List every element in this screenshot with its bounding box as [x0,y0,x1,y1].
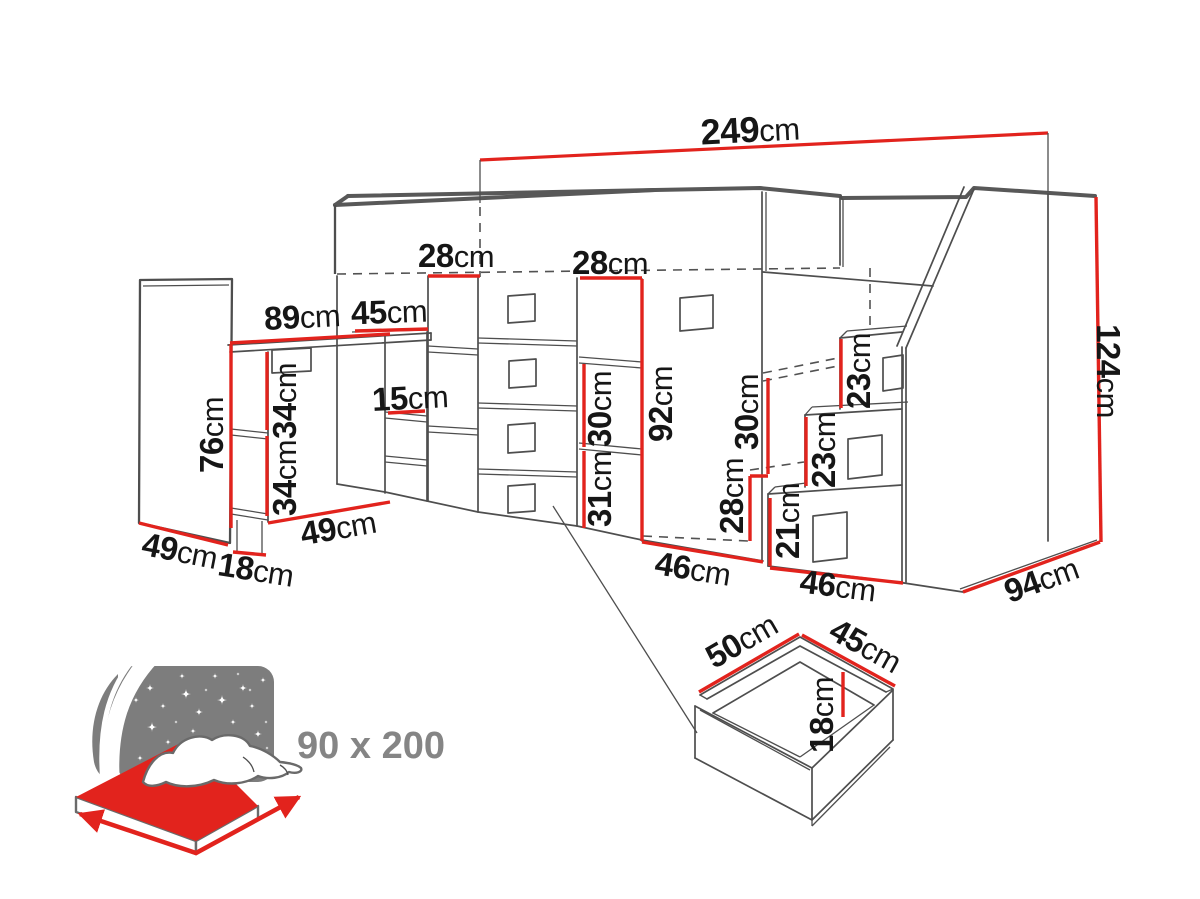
star-icon [239,684,247,692]
dim-desk-shelf-up: 34cm [266,363,303,439]
dim-shelf-left: 28cm [418,237,494,274]
drawer-handle-icon [507,422,536,454]
star-icon [133,676,137,680]
curtain-swoosh-2 [99,658,135,785]
dimension-labels: 249cm 28cm 28cm 89cm 45cm 76cm 34cm 34cm… [139,106,1127,767]
size-arrows [77,795,302,856]
dim-closet-h: 92cm [642,366,679,442]
step-drawer-handle-icon [812,511,848,563]
star-icon [217,695,227,705]
drawer-handle-icon [507,483,536,514]
dimension-lines [138,131,1103,594]
dim-desk-length: 89cm [263,296,341,337]
star-icon [249,703,255,709]
star-icon [174,720,178,724]
step-drawer-handle-icon [882,354,904,392]
star-icon [179,673,185,679]
star-icon [254,730,262,738]
bed-size-label: 90 x 200 [297,725,445,767]
star-icon [195,708,203,716]
star-icon [190,728,196,734]
star-icon [264,720,268,724]
dim-desk-plinth: 18cm [215,545,296,593]
dim-step2: 23cm [805,412,842,488]
dim-niche-lo: 28cm [713,458,750,534]
leader-line [552,505,698,734]
dim-length: 249cm [700,106,801,152]
dim-stairs-w: 46cm [798,563,878,609]
star-icon [133,697,139,703]
drawer-detail [694,632,896,827]
star-icon [236,672,240,676]
pencil-drawer [271,347,312,374]
dim-drawer-w: 50cm [699,605,783,675]
star-icon [248,688,252,692]
curtain-swoosh [102,650,159,793]
dim-step3: 21cm [769,483,806,559]
dim-height: 124cm [1090,324,1127,418]
dim-shelf-mid: 28cm [572,244,648,281]
blanket [141,734,303,788]
star-icon [230,719,236,725]
dim-desk-height: 76cm [193,397,230,473]
dim-depth: 94cm [999,549,1083,610]
dim-drawer-h: 18cm [803,677,840,753]
dim-closet-w: 46cm [652,544,733,592]
drawer-handle-icon [507,293,536,324]
dim-mid-up: 30cm [581,371,618,447]
star-icon [260,677,266,683]
dim-desk-depth: 45cm [350,292,427,332]
dim-wardrobe-depth: 49cm [139,525,221,576]
dim-step1: 23cm [840,333,877,409]
star-icon [212,673,218,679]
star-icon [137,755,143,761]
step-drawer-handle-icon [847,434,883,480]
dim-desk-shelf-lo: 34cm [266,440,303,516]
dim-niche-up: 30cm [728,374,765,450]
star-icon [146,684,154,692]
dim-desk-niche: 15cm [371,377,449,418]
dim-desk-under: 49cm [297,503,378,553]
star-icon [265,746,269,750]
star-icon [160,703,166,709]
star-icon [147,722,157,732]
closet-handle-icon [679,294,714,332]
bed-icon [74,650,303,856]
dim-mid-lo: 31cm [581,451,618,527]
star-icon [181,689,191,699]
star-icon [204,688,208,692]
drawer-handle-icon [508,358,537,389]
star-icon [165,739,171,745]
